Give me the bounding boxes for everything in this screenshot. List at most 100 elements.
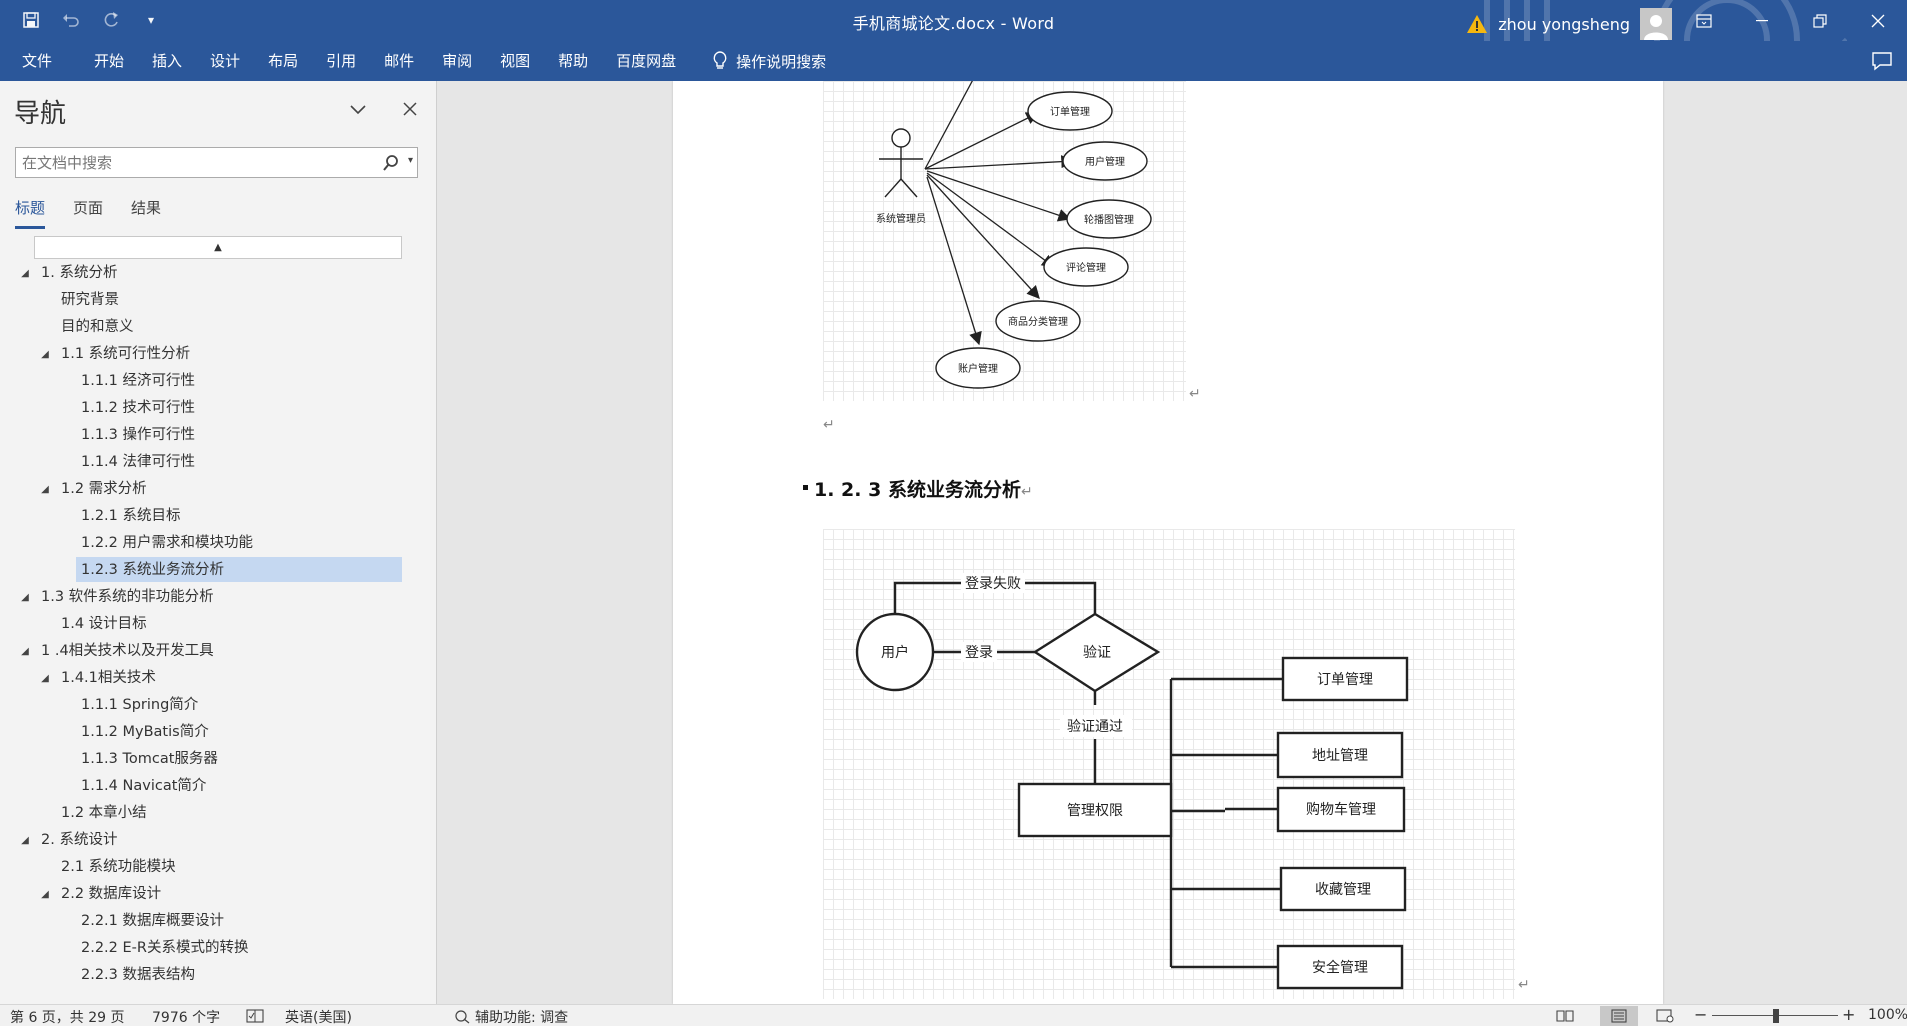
nav-tab-headings[interactable]: 标题 [15,197,46,229]
zoom-level[interactable]: 100% [1868,1007,1907,1023]
nav-heading-item[interactable]: 1.1.4 Navicat简介 [0,773,437,800]
search-input[interactable] [22,152,372,174]
nav-heading-item[interactable]: 研究背景 [0,287,437,314]
collapse-triangle-icon[interactable]: ◢ [41,673,49,684]
zoom-out-button[interactable]: − [1694,1005,1708,1024]
nav-heading-item[interactable]: 1.1.3 操作可行性 [0,422,437,449]
web-layout-icon[interactable] [1650,1006,1680,1026]
nav-heading-item[interactable]: 1.1.1 Spring简介 [0,692,437,719]
section-heading[interactable]: 1. 2. 3 系统业务流分析↵ [803,475,1033,502]
read-mode-icon[interactable] [1550,1006,1580,1026]
search-icon[interactable] [383,154,399,172]
nav-heading-item[interactable]: ◢2.2 数据库设计 [0,881,437,908]
nav-heading-item[interactable]: 1.1.2 技术可行性 [0,395,437,422]
tab-references[interactable]: 引用 [326,52,357,70]
paragraph-mark: ↵ [1518,977,1530,993]
nav-heading-item[interactable]: 1.1.3 Tomcat服务器 [0,746,437,773]
nav-heading-item[interactable]: 1.2 本章小结 [0,800,437,827]
nav-heading-label: 1.1 系统可行性分析 [61,346,191,362]
accessibility-icon[interactable] [454,1008,470,1024]
tab-baidu-netdisk[interactable]: 百度网盘 [616,52,677,70]
minimize-icon[interactable] [1733,0,1791,41]
account-area[interactable]: zhou yongsheng [1466,8,1672,40]
tab-help[interactable]: 帮助 [558,52,589,70]
collapse-triangle-icon[interactable]: ◢ [41,889,49,900]
nav-heading-item[interactable]: 1.1.1 经济可行性 [0,368,437,395]
tab-mailings[interactable]: 邮件 [384,52,415,70]
module-order-box [1281,656,1409,702]
collapse-triangle-icon[interactable]: ◢ [21,592,29,603]
word-count[interactable]: 7976 个字 [152,1010,221,1026]
save-icon[interactable] [18,8,44,32]
search-options-dropdown-icon[interactable]: ▾ [407,155,413,166]
nav-heading-item[interactable]: 2.2.2 E-R关系模式的转换 [0,935,437,962]
nav-heading-label: 1.1.4 Navicat简介 [81,778,207,794]
tab-insert[interactable]: 插入 [152,52,183,70]
tab-home[interactable]: 开始 [94,52,125,70]
chevron-down-icon[interactable] [346,97,370,121]
nav-tab-pages[interactable]: 页面 [73,199,104,217]
nav-heading-item[interactable]: 2.2.1 数据库概要设计 [0,908,437,935]
nav-heading-item[interactable]: ◢1 .4相关技术以及开发工具 [0,638,437,665]
tell-me-search[interactable]: 操作说明搜索 [690,51,826,72]
nav-heading-item[interactable]: ◢1.2 需求分析 [0,476,437,503]
zoom-in-button[interactable]: + [1842,1005,1856,1024]
nav-heading-item[interactable]: 2.2.3 数据表结构 [0,962,437,989]
window-title: 手机商城论文.docx - Word [852,14,1055,33]
accessibility-status[interactable]: 辅助功能: 调查 [475,1010,569,1026]
nav-heading-item[interactable]: ◢2. 系统设计 [0,827,437,854]
nav-heading-item[interactable]: 1.1.2 MyBatis简介 [0,719,437,746]
usecase-diagram-svg: 系统管理员 [876,81,1152,389]
page-count[interactable]: 第 6 页，共 29 页 [10,1010,125,1026]
nav-heading-item[interactable]: ◢1.3 软件系统的非功能分析 [0,584,437,611]
tab-review[interactable]: 审阅 [442,52,473,70]
collapse-triangle-icon[interactable]: ◢ [41,484,49,495]
document-page[interactable]: 系统管理员 [673,81,1663,1004]
ribbon-display-options-icon[interactable] [1675,0,1733,41]
avatar[interactable] [1640,8,1672,40]
tab-design[interactable]: 设计 [210,52,241,70]
module-order-label: 订单管理 [1317,672,1373,688]
comments-icon[interactable] [1871,51,1893,71]
restore-icon[interactable] [1791,0,1849,41]
business-flow-svg: 登录失败 登录 验证通过 用户 验证 管理权限 订单管理 地址管理 购物车管理 … [855,573,1409,990]
nav-heading-item[interactable]: 2.1 系统功能模块 [0,854,437,881]
usecase-account: 账户管理 [958,362,998,375]
nav-heading-item[interactable]: 1.2.3 系统业务流分析 [0,557,437,584]
tab-layout[interactable]: 布局 [268,52,299,70]
language[interactable]: 英语(美国) [285,1010,352,1026]
nav-tab-results[interactable]: 结果 [131,199,162,217]
nav-heading-item[interactable]: 目的和意义 [0,314,437,341]
print-layout-icon[interactable] [1600,1006,1638,1026]
paragraph-mark: ↵ [1189,386,1201,402]
vertical-scrollbar[interactable] [1901,81,1907,1004]
nav-heading-item[interactable]: 1.1.4 法律可行性 [0,449,437,476]
status-bar: 第 6 页，共 29 页 7976 个字 英语(美国) 辅助功能: 调查 − +… [0,1004,1907,1026]
nav-heading-item[interactable]: 1.4 设计目标 [0,611,437,638]
scroll-to-top-button[interactable]: ▲ [34,236,402,259]
undo-icon[interactable] [58,8,84,32]
nav-heading-item[interactable]: 1.2.2 用户需求和模块功能 [0,530,437,557]
nav-heading-item[interactable]: ◢1. 系统分析 [0,260,437,287]
close-nav-icon[interactable] [398,97,422,121]
redo-icon[interactable] [98,8,124,32]
customize-toolbar-icon[interactable]: ▾ [147,13,155,27]
tab-file[interactable]: 文件 [22,52,53,70]
module-security-label: 安全管理 [1312,959,1368,976]
nav-heading-label: 1.4.1相关技术 [61,670,156,686]
nav-heading-item[interactable]: ◢ 1.4.1相关技术 [0,665,437,692]
zoom-slider-thumb[interactable] [1773,1009,1779,1023]
tab-view[interactable]: 视图 [500,52,531,70]
collapse-triangle-icon[interactable]: ◢ [21,646,29,657]
warning-icon [1467,15,1488,33]
collapse-triangle-icon[interactable]: ◢ [21,835,29,846]
user-node [855,612,935,692]
collapse-triangle-icon[interactable]: ◢ [21,268,29,279]
collapse-triangle-icon[interactable]: ◢ [41,349,49,360]
usecase-diagram: 系统管理员 [823,81,1186,401]
nav-heading-item[interactable]: ◢ 1.1 系统可行性分析 [0,341,437,368]
nav-heading-item[interactable]: 1.2.1 系统目标 [0,503,437,530]
selected-highlight [76,557,402,582]
proofing-icon[interactable] [246,1009,264,1023]
close-icon[interactable] [1849,0,1907,41]
